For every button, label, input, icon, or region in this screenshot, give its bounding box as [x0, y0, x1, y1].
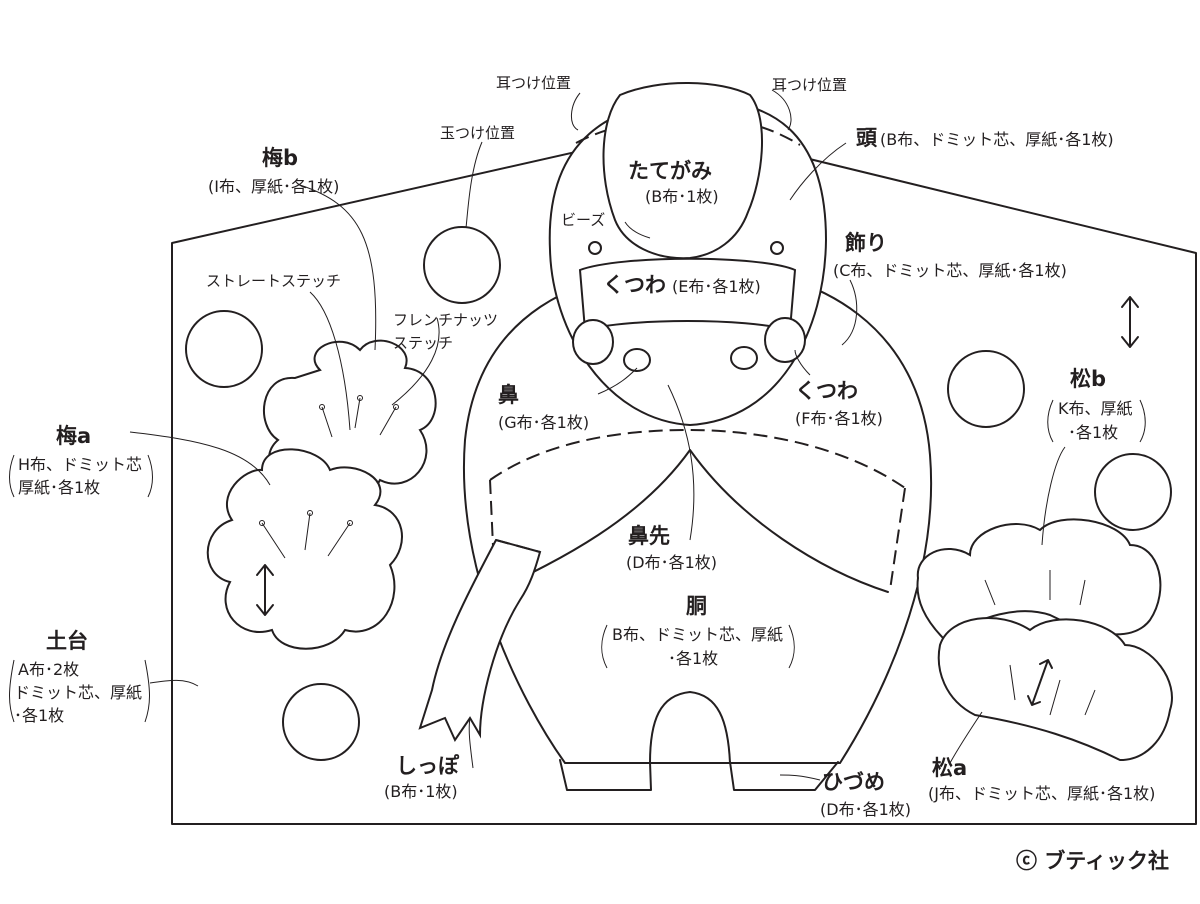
label-ear-position-left: 耳つけ位置: [496, 74, 571, 92]
label-plum-b-sub: (I布、厚紙･各1枚): [208, 177, 339, 196]
grain-arrow-board: [1121, 296, 1139, 348]
grain-arrow-plum: [256, 564, 274, 616]
label-nose-tip-title: 鼻先: [628, 524, 670, 548]
label-bridle-f-title: くつわ: [795, 379, 858, 403]
bead-right: [770, 241, 784, 255]
label-hoof-title: ひづめ: [822, 770, 885, 794]
tail-dashed-join: [495, 539, 541, 553]
label-body-sub1: B布、ドミット芯、厚紙: [612, 625, 783, 644]
label-bridle-e-sub: (E布･各1枚): [672, 277, 761, 296]
ball-circle: [282, 683, 360, 761]
brackets: [9, 399, 1146, 723]
label-base-title: 土台: [46, 629, 88, 653]
label-bridle-f-sub: (F布･各1枚): [795, 409, 883, 428]
mane-outline: [602, 82, 764, 260]
pine-b-outline: [916, 518, 1162, 642]
hoof-left: [559, 759, 652, 791]
label-head-title: 頭: [856, 126, 878, 150]
label-plum-a-title: 梅a: [56, 424, 91, 448]
grain-arrow-pine: [1027, 659, 1053, 706]
bead-left: [588, 241, 602, 255]
label-nose-title: 鼻: [498, 383, 519, 407]
ball-circle: [423, 226, 501, 304]
label-plum-a-sub2: 厚紙･各1枚: [18, 478, 100, 497]
label-hoof-sub: (D布･各1枚): [820, 800, 911, 819]
bridle-f-right: [764, 317, 806, 363]
nostril-left: [623, 348, 651, 372]
legs-gap: [649, 691, 731, 764]
label-french-knots-2: ステッチ: [393, 334, 453, 352]
label-plum-b-title: 梅b: [262, 146, 298, 170]
label-mane-title: たてがみ: [628, 159, 712, 183]
leader-lines: [129, 89, 1066, 781]
label-base-sub1: A布･2枚: [18, 660, 79, 679]
label-ear-position-right: 耳つけ位置: [772, 76, 847, 94]
label-pine-a-sub: (J布、ドミット芯、厚紙･各1枚): [928, 784, 1155, 803]
label-base-sub3: ･各1枚: [14, 706, 64, 725]
label-base-sub2: ドミット芯、厚紙: [14, 683, 142, 702]
label-pine-b-sub2: ･各1枚: [1068, 423, 1118, 442]
label-body-title: 胴: [686, 594, 707, 618]
nostril-right: [730, 346, 758, 370]
label-bridle-e-title: くつわ: [603, 273, 666, 297]
bridle-f-left: [572, 319, 614, 365]
label-straight-stitch: ストレートステッチ: [206, 272, 341, 290]
label-body-sub2: ･各1枚: [668, 649, 718, 668]
label-decoration-sub: (C布、ドミット芯、厚紙･各1枚): [833, 261, 1067, 280]
label-tail-sub: (B布･1枚): [384, 782, 458, 801]
label-pine-b-sub1: K布、厚紙: [1058, 399, 1133, 418]
hoof-right: [729, 761, 839, 791]
pine-a-outline: [937, 617, 1173, 762]
label-pine-b-title: 松b: [1070, 367, 1106, 391]
tail-outline: [418, 538, 542, 743]
label-decoration-title: 飾り: [845, 231, 887, 255]
ball-circle: [1094, 453, 1172, 531]
label-mane-sub: (B布･1枚): [645, 187, 719, 206]
ball-circle: [947, 350, 1025, 428]
ball-circle: [185, 310, 263, 388]
label-nose-sub: (G布･各1枚): [498, 413, 589, 432]
label-plum-a-sub1: H布、ドミット芯: [18, 455, 142, 474]
label-tail-title: しっぽ: [396, 754, 460, 778]
nose-tip-right-side: [889, 487, 906, 591]
label-beads: ビーズ: [561, 211, 605, 229]
label-head-sub: (B布、ドミット芯、厚紙･各1枚): [880, 130, 1114, 149]
label-ball-position: 玉つけ位置: [440, 124, 515, 142]
label-french-knots-1: フレンチナッツ: [393, 311, 498, 329]
label-copyright: ⓒ ブティック社: [1016, 849, 1169, 873]
label-nose-tip-sub: (D布･各1枚): [626, 553, 717, 572]
label-pine-a-title: 松a: [932, 756, 967, 780]
